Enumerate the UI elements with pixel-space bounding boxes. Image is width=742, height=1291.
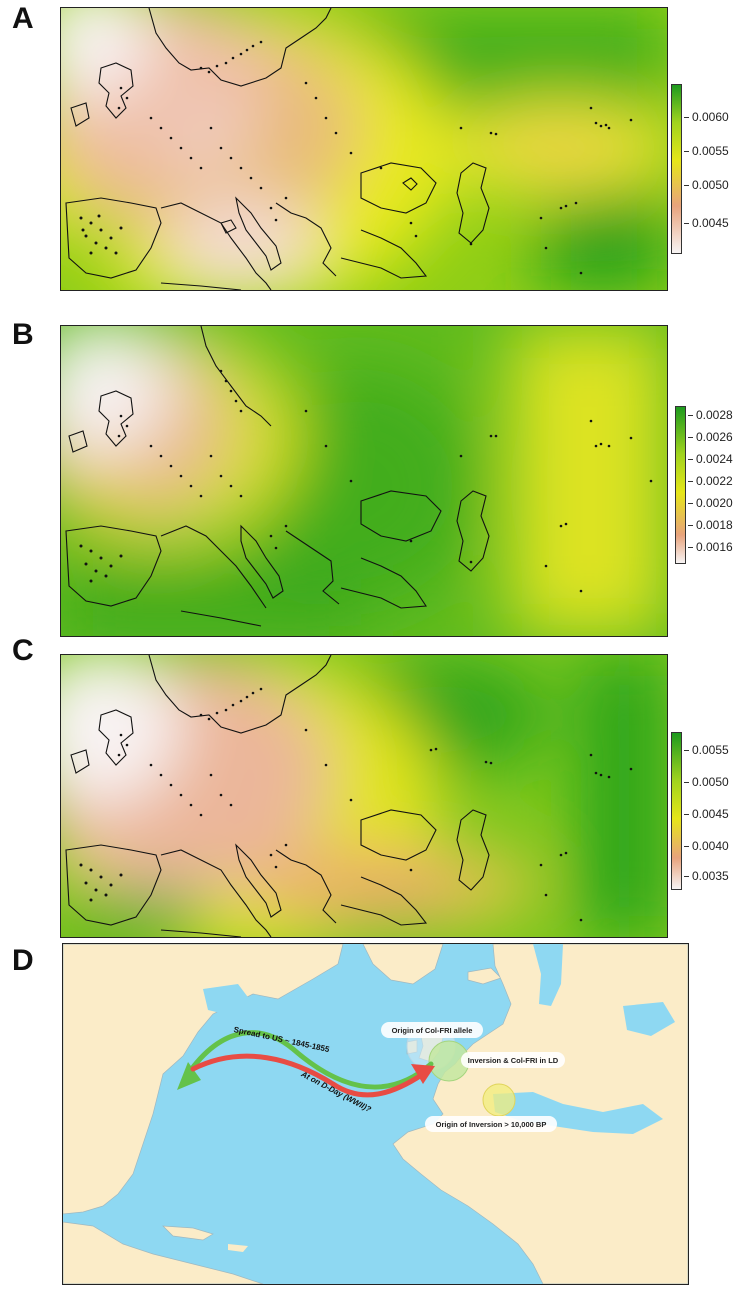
colorbar-tick: 0.0045 (684, 807, 729, 821)
colorbar-tick: 0.0024 (688, 452, 733, 466)
inversion-ld-label: Inversion & Col-FRI in LD (468, 1056, 559, 1065)
origin-inversion-label: Origin of Inversion > 10,000 BP (436, 1120, 547, 1129)
coastline (65, 8, 490, 290)
dday-arrow (190, 1053, 426, 1098)
spread-arrow (185, 1030, 434, 1090)
origin-allele-label: Origin of Col-FRI allele (392, 1026, 473, 1035)
colorbar-tick: 0.0060 (684, 110, 729, 124)
spread-arrowhead (177, 1062, 201, 1090)
panel-label-b: B (12, 318, 34, 351)
heatmap-b (60, 325, 668, 637)
colorbar-tick: 0.0026 (688, 430, 733, 444)
colorbar-a-ticks: 0.0060 0.0055 0.0050 0.0045 (684, 84, 742, 252)
panel-label-c: C (12, 634, 34, 667)
colorbar-b-ticks: 0.0028 0.0026 0.0024 0.0022 0.0020 0.001… (688, 406, 742, 562)
colorbar-tick: 0.0050 (684, 178, 729, 192)
colorbar-tick: 0.0028 (688, 408, 733, 422)
landmass-greenland (362, 944, 444, 985)
colorbar-tick: 0.0045 (684, 216, 729, 230)
colorbar-c-ticks: 0.0055 0.0050 0.0045 0.0040 0.0035 (684, 732, 742, 888)
colorbar-a (671, 84, 682, 254)
colorbar-tick: 0.0022 (688, 474, 733, 488)
inversion-ld-bubble (461, 1052, 565, 1068)
panel-label-a: A (12, 2, 34, 35)
landmass-south-america (63, 1221, 264, 1284)
colorbar-c (671, 732, 682, 890)
sample-points (79, 40, 633, 275)
heatmap-c (60, 654, 668, 938)
origin-inversion-bubble (425, 1116, 557, 1132)
dday-arrowhead (411, 1064, 435, 1084)
colorbar-tick: 0.0055 (684, 144, 729, 158)
colorbar-tick: 0.0040 (684, 839, 729, 853)
origin-allele-bubble (381, 1022, 483, 1038)
colorbar-tick: 0.0035 (684, 869, 729, 883)
colorbar-tick: 0.0018 (688, 518, 733, 532)
migration-map-d: Origin of Col-FRI allele Inversion & Col… (62, 943, 689, 1285)
heatmap-a (60, 7, 668, 291)
colorbar-tick: 0.0050 (684, 775, 729, 789)
colorbar-b (675, 406, 686, 564)
colorbar-tick: 0.0055 (684, 743, 729, 757)
landmass-north-america (63, 944, 344, 1215)
colorbar-tick: 0.0020 (688, 496, 733, 510)
panel-label-d: D (12, 944, 34, 977)
origin-inversion-circle (482, 1083, 516, 1117)
colorbar-tick: 0.0016 (688, 540, 733, 554)
